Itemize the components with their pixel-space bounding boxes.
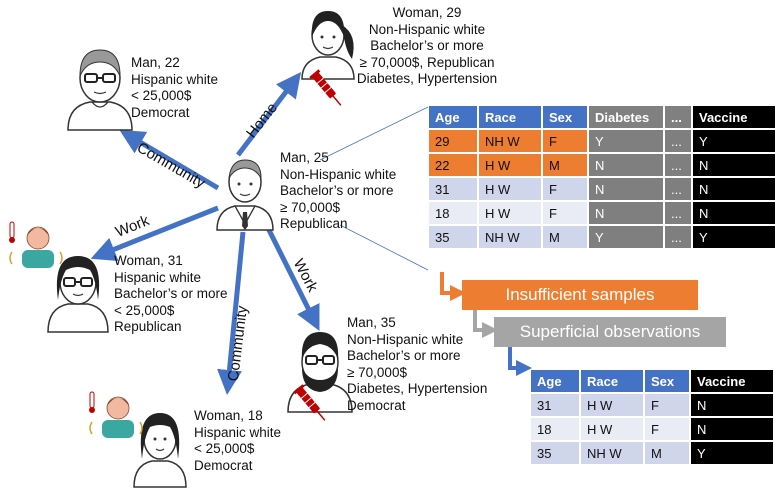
- cell-diabetes: Y: [589, 226, 663, 248]
- person-center-man-icon: [216, 159, 274, 231]
- cell-ellipsis: ...: [665, 202, 691, 224]
- table-row: 29 NH W F Y ... Y: [429, 130, 775, 152]
- superficial-observations-banner: Superficial observations: [494, 317, 726, 347]
- header-age: Age: [531, 370, 579, 392]
- table-row: 31 H W F N ... N: [429, 178, 775, 200]
- table-row: 22 H W M N ... N: [429, 154, 775, 176]
- header-sex: Sex: [645, 370, 689, 392]
- cell-age: 18: [429, 202, 477, 224]
- person-top-woman-icon: [301, 11, 355, 80]
- cell-vaccine: N: [691, 394, 773, 416]
- table-row: 35 NH W M Y ... Y: [429, 226, 775, 248]
- cell-race: H W: [479, 154, 541, 176]
- arrow-to-superficial: [473, 307, 498, 338]
- cell-vaccine: N: [693, 154, 775, 176]
- arrow-work-lower: [265, 226, 320, 331]
- cell-age: 29: [429, 130, 477, 152]
- cell-ellipsis: ...: [665, 226, 691, 248]
- cell-age: 18: [531, 418, 579, 440]
- arrow-home: [236, 72, 302, 157]
- cell-race: H W: [581, 418, 643, 440]
- person-top-left-man-icon: [67, 49, 133, 131]
- header-sex: Sex: [543, 106, 587, 128]
- table-header-row: Age Race Sex Vaccine: [531, 370, 773, 392]
- syringe-icon-bottom: [293, 384, 326, 421]
- cell-sex: F: [543, 178, 587, 200]
- reduced-data-table: Age Race Sex Vaccine 31 H W F N 18 H W F…: [529, 368, 775, 466]
- arrow-work-left: [90, 205, 219, 262]
- arrow-community-lower: [217, 231, 246, 395]
- cell-diabetes: N: [589, 202, 663, 224]
- cell-age: 35: [429, 226, 477, 248]
- cell-vaccine: Y: [691, 442, 773, 464]
- person-left-woman-icon: [47, 256, 109, 333]
- header-ellipsis: ...: [665, 106, 691, 128]
- cell-sex: F: [543, 130, 587, 152]
- zoom-line-top: [319, 106, 429, 161]
- cell-age: 22: [429, 154, 477, 176]
- cell-race: NH W: [581, 442, 643, 464]
- cell-age: 35: [531, 442, 579, 464]
- arrow-to-small-table: [508, 345, 532, 376]
- header-vaccine: Vaccine: [693, 106, 775, 128]
- arrow-community-upper: [119, 129, 220, 191]
- cell-sex: F: [543, 202, 587, 224]
- cell-vaccine: Y: [693, 130, 775, 152]
- table-row: 18 H W F N ... N: [429, 202, 775, 224]
- cell-sex: M: [543, 226, 587, 248]
- header-race: Race: [479, 106, 541, 128]
- syringe-icon-top: [309, 69, 342, 106]
- cell-ellipsis: ...: [665, 130, 691, 152]
- person-bottom-right-man-icon: [287, 332, 353, 413]
- person-bottom-woman-icon: [133, 413, 187, 488]
- cell-race: NH W: [479, 130, 541, 152]
- cell-age: 31: [531, 394, 579, 416]
- cell-age: 31: [429, 178, 477, 200]
- full-data-table: Age Race Sex Diabetes ... Vaccine 29 NH …: [427, 104, 777, 250]
- cell-race: H W: [479, 178, 541, 200]
- cell-diabetes: N: [589, 178, 663, 200]
- sick-person-icon-left: [9, 221, 63, 268]
- table-header-row: Age Race Sex Diabetes ... Vaccine: [429, 106, 775, 128]
- arrow-to-insufficient: [440, 272, 466, 301]
- cell-sex: M: [543, 154, 587, 176]
- header-age: Age: [429, 106, 477, 128]
- cell-ellipsis: ...: [665, 178, 691, 200]
- cell-race: NH W: [479, 226, 541, 248]
- header-race: Race: [581, 370, 643, 392]
- cell-vaccine: N: [693, 178, 775, 200]
- cell-ellipsis: ...: [665, 154, 691, 176]
- cell-sex: F: [645, 418, 689, 440]
- cell-diabetes: N: [589, 154, 663, 176]
- cell-sex: M: [645, 442, 689, 464]
- table-row: 18 H W F N: [531, 418, 773, 440]
- cell-diabetes: Y: [589, 130, 663, 152]
- cell-vaccine: N: [693, 202, 775, 224]
- cell-race: H W: [581, 394, 643, 416]
- cell-vaccine: N: [691, 418, 773, 440]
- cell-vaccine: Y: [693, 226, 775, 248]
- cell-race: H W: [479, 202, 541, 224]
- table-row: 35 NH W M Y: [531, 442, 773, 464]
- header-diabetes: Diabetes: [589, 106, 663, 128]
- zoom-line-bottom: [339, 224, 429, 271]
- insufficient-samples-banner: Insufficient samples: [462, 280, 698, 310]
- cell-sex: F: [645, 394, 689, 416]
- table-row: 31 H W F N: [531, 394, 773, 416]
- sick-person-icon-bottom: [89, 391, 143, 438]
- header-vaccine: Vaccine: [691, 370, 773, 392]
